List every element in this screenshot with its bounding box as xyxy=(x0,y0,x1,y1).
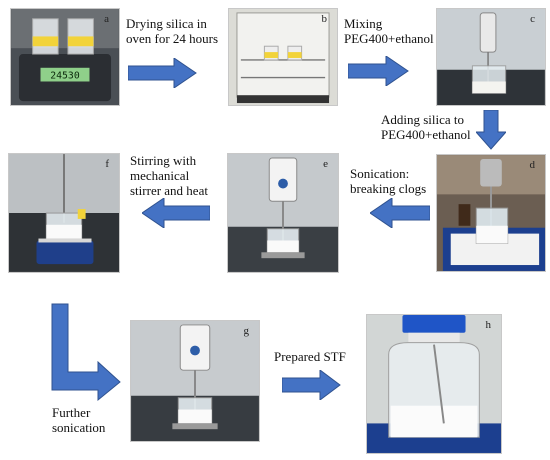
photo-g-further-sonication: g xyxy=(130,320,260,442)
label-line: stirrer and heat xyxy=(130,183,208,198)
panel-letter-d: d xyxy=(529,159,536,171)
label-line: sonication xyxy=(52,420,106,435)
scale-readout: 24530 xyxy=(50,71,80,82)
label-line: PEG400+ethanol xyxy=(381,127,471,142)
step-label-drying: Drying silica in oven for 24 hours xyxy=(126,16,218,46)
label-line: mechanical xyxy=(130,168,190,183)
step-label-sonication: Sonication: breaking clogs xyxy=(350,166,426,196)
photo-e-sonicator: e xyxy=(227,153,339,273)
photo-g-illustration xyxy=(131,321,259,441)
photo-b-oven: b xyxy=(228,8,338,106)
photo-f-stirrer-heat: f xyxy=(8,153,120,273)
photo-d-illustration xyxy=(437,155,545,271)
photo-e-illustration xyxy=(228,154,338,272)
label-line: Drying silica in xyxy=(126,16,207,31)
right-arrow-3 xyxy=(282,370,341,400)
label-line: Sonication: xyxy=(350,166,410,181)
label-line: oven for 24 hours xyxy=(126,31,219,46)
photo-c-mixing: c xyxy=(436,8,546,106)
step-label-mixing: Mixing PEG400+ethanol xyxy=(344,16,434,46)
label-line: Mixing xyxy=(344,16,383,31)
panel-letter-b: b xyxy=(321,13,328,25)
label-line: Prepared STF xyxy=(274,349,346,364)
step-label-stirring: Stirring with mechanical stirrer and hea… xyxy=(130,153,208,198)
left-arrow-2 xyxy=(142,198,210,228)
photo-a-illustration: 24530 xyxy=(11,9,119,105)
left-arrow-1 xyxy=(370,198,430,228)
panel-letter-a: a xyxy=(104,13,109,25)
photo-d-sonication: d xyxy=(436,154,546,272)
panel-letter-e: e xyxy=(323,158,328,170)
label-line: PEG400+ethanol xyxy=(344,31,434,46)
right-arrow-1 xyxy=(128,58,197,88)
panel-letter-f: f xyxy=(105,158,109,170)
down-arrow-1 xyxy=(476,110,506,150)
photo-c-illustration xyxy=(437,9,545,105)
photo-h-prepared-stf: h xyxy=(366,314,502,454)
photo-h-illustration xyxy=(367,315,501,453)
label-line: Adding silica to xyxy=(381,112,465,127)
panel-letter-c: c xyxy=(530,13,535,25)
panel-letter-h: h xyxy=(485,319,492,331)
photo-a-silica-on-scale: 24530 a xyxy=(10,8,120,106)
right-arrow-2 xyxy=(348,56,409,86)
l-arrow xyxy=(51,303,121,402)
step-label-further: Further sonication xyxy=(52,405,105,435)
step-label-prepared: Prepared STF xyxy=(274,349,346,364)
photo-f-illustration xyxy=(9,154,119,272)
label-line: breaking clogs xyxy=(350,181,427,196)
label-line: Further xyxy=(52,405,91,420)
step-label-adding: Adding silica to PEG400+ethanol xyxy=(381,112,471,142)
label-line: Stirring with xyxy=(130,153,197,168)
photo-b-illustration xyxy=(229,9,337,105)
panel-letter-g: g xyxy=(243,325,250,337)
